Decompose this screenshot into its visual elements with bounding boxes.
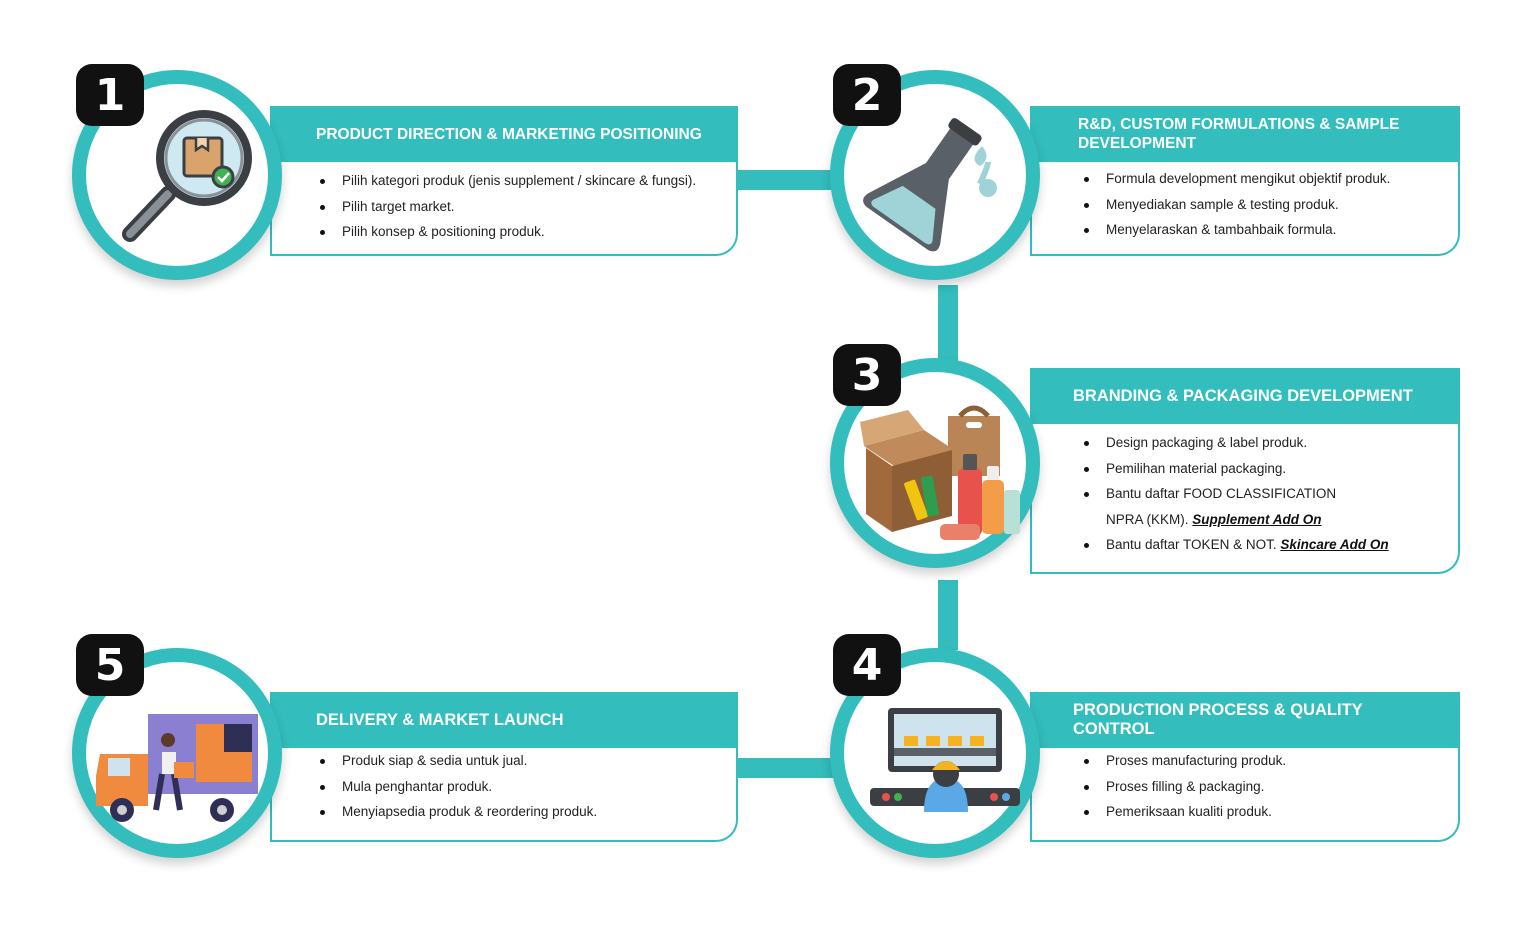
production-line-icon: [870, 708, 1020, 812]
list-item: Menyediakan sample & testing produk.: [1082, 192, 1390, 218]
step-1-title: PRODUCT DIRECTION & MARKETING POSITIONIN…: [316, 125, 702, 143]
delivery-truck-icon: [96, 714, 258, 822]
list-item: Pilih konsep & positioning produk.: [318, 219, 696, 245]
list-item: Menyelaraskan & tambahbaik formula.: [1082, 217, 1390, 243]
list-item: Bantu daftar FOOD CLASSIFICATION: [1082, 481, 1389, 507]
step-1-header: PRODUCT DIRECTION & MARKETING POSITIONIN…: [270, 106, 738, 162]
list-item: Pemeriksaan kualiti produk.: [1082, 799, 1286, 825]
list-item: Proses manufacturing produk.: [1082, 748, 1286, 774]
list-item: Pilih target market.: [318, 194, 696, 220]
step-3-header: BRANDING & PACKAGING DEVELOPMENT: [1030, 368, 1460, 424]
step-1-card: PRODUCT DIRECTION & MARKETING POSITIONIN…: [270, 106, 738, 256]
step-2-header: R&D, CUSTOM FORMULATIONS & SAMPLE DEVELO…: [1030, 106, 1460, 162]
step-3-list: Design packaging & label produk. Pemilih…: [1082, 430, 1389, 558]
step-4-card: PRODUCTION PROCESS & QUALITY CONTROL Pro…: [1030, 692, 1460, 842]
list-item-continued: NPRA (KKM). Supplement Add On: [1082, 507, 1389, 533]
step-5-badge: 5: [76, 634, 144, 696]
step-5-circle: [72, 648, 282, 858]
flask-icon: [863, 118, 997, 252]
list-item: Pilih kategori produk (jenis supplement …: [318, 168, 696, 194]
list-item: Formula development mengikut objektif pr…: [1082, 166, 1390, 192]
list-item: Proses filling & packaging.: [1082, 774, 1286, 800]
step-3-badge: 3: [833, 344, 901, 406]
step-5-header: DELIVERY & MARKET LAUNCH: [270, 692, 738, 748]
step-4-badge: 4: [833, 634, 901, 696]
step-2-circle: [830, 70, 1040, 280]
magnifier-box-icon: [122, 110, 252, 242]
list-item: Mula penghantar produk.: [318, 774, 597, 800]
connector-3-4: [938, 580, 958, 650]
step-2-title: R&D, CUSTOM FORMULATIONS & SAMPLE DEVELO…: [1078, 116, 1400, 152]
skincare-addon-link[interactable]: Skincare Add On: [1280, 537, 1389, 552]
list-item: Menyiapsedia produk & reordering produk.: [318, 799, 597, 825]
packaging-boxes-icon: [860, 405, 1020, 540]
list-item: Produk siap & sedia untuk jual.: [318, 748, 597, 774]
token-text: Bantu daftar TOKEN & NOT.: [1106, 537, 1277, 552]
connector-1-2: [730, 170, 840, 190]
step-3-card: BRANDING & PACKAGING DEVELOPMENT Design …: [1030, 368, 1460, 574]
supplement-addon-link[interactable]: Supplement Add On: [1192, 511, 1322, 527]
step-2-card: R&D, CUSTOM FORMULATIONS & SAMPLE DEVELO…: [1030, 106, 1460, 256]
list-item: Design packaging & label produk.: [1082, 430, 1389, 456]
step-2-badge: 2: [833, 64, 901, 126]
step-4-header: PRODUCTION PROCESS & QUALITY CONTROL: [1030, 692, 1460, 748]
step-4-title: PRODUCTION PROCESS & QUALITY CONTROL: [1073, 701, 1363, 738]
step-1-list: Pilih kategori produk (jenis supplement …: [318, 168, 696, 245]
step-5-card: DELIVERY & MARKET LAUNCH Produk siap & s…: [270, 692, 738, 842]
step-5-list: Produk siap & sedia untuk jual. Mula pen…: [318, 748, 597, 825]
step-3-title: BRANDING & PACKAGING DEVELOPMENT: [1073, 386, 1413, 405]
step-5-title: DELIVERY & MARKET LAUNCH: [316, 710, 564, 729]
list-item: Bantu daftar TOKEN & NOT. Skincare Add O…: [1082, 532, 1389, 558]
npra-text: NPRA (KKM).: [1106, 511, 1189, 527]
step-2-list: Formula development mengikut objektif pr…: [1082, 166, 1390, 243]
step-4-list: Proses manufacturing produk. Proses fill…: [1082, 748, 1286, 825]
step-1-badge: 1: [76, 64, 144, 126]
list-item: Pemilihan material packaging.: [1082, 456, 1389, 482]
connector-5-4: [730, 758, 840, 778]
connector-2-3: [938, 285, 958, 365]
